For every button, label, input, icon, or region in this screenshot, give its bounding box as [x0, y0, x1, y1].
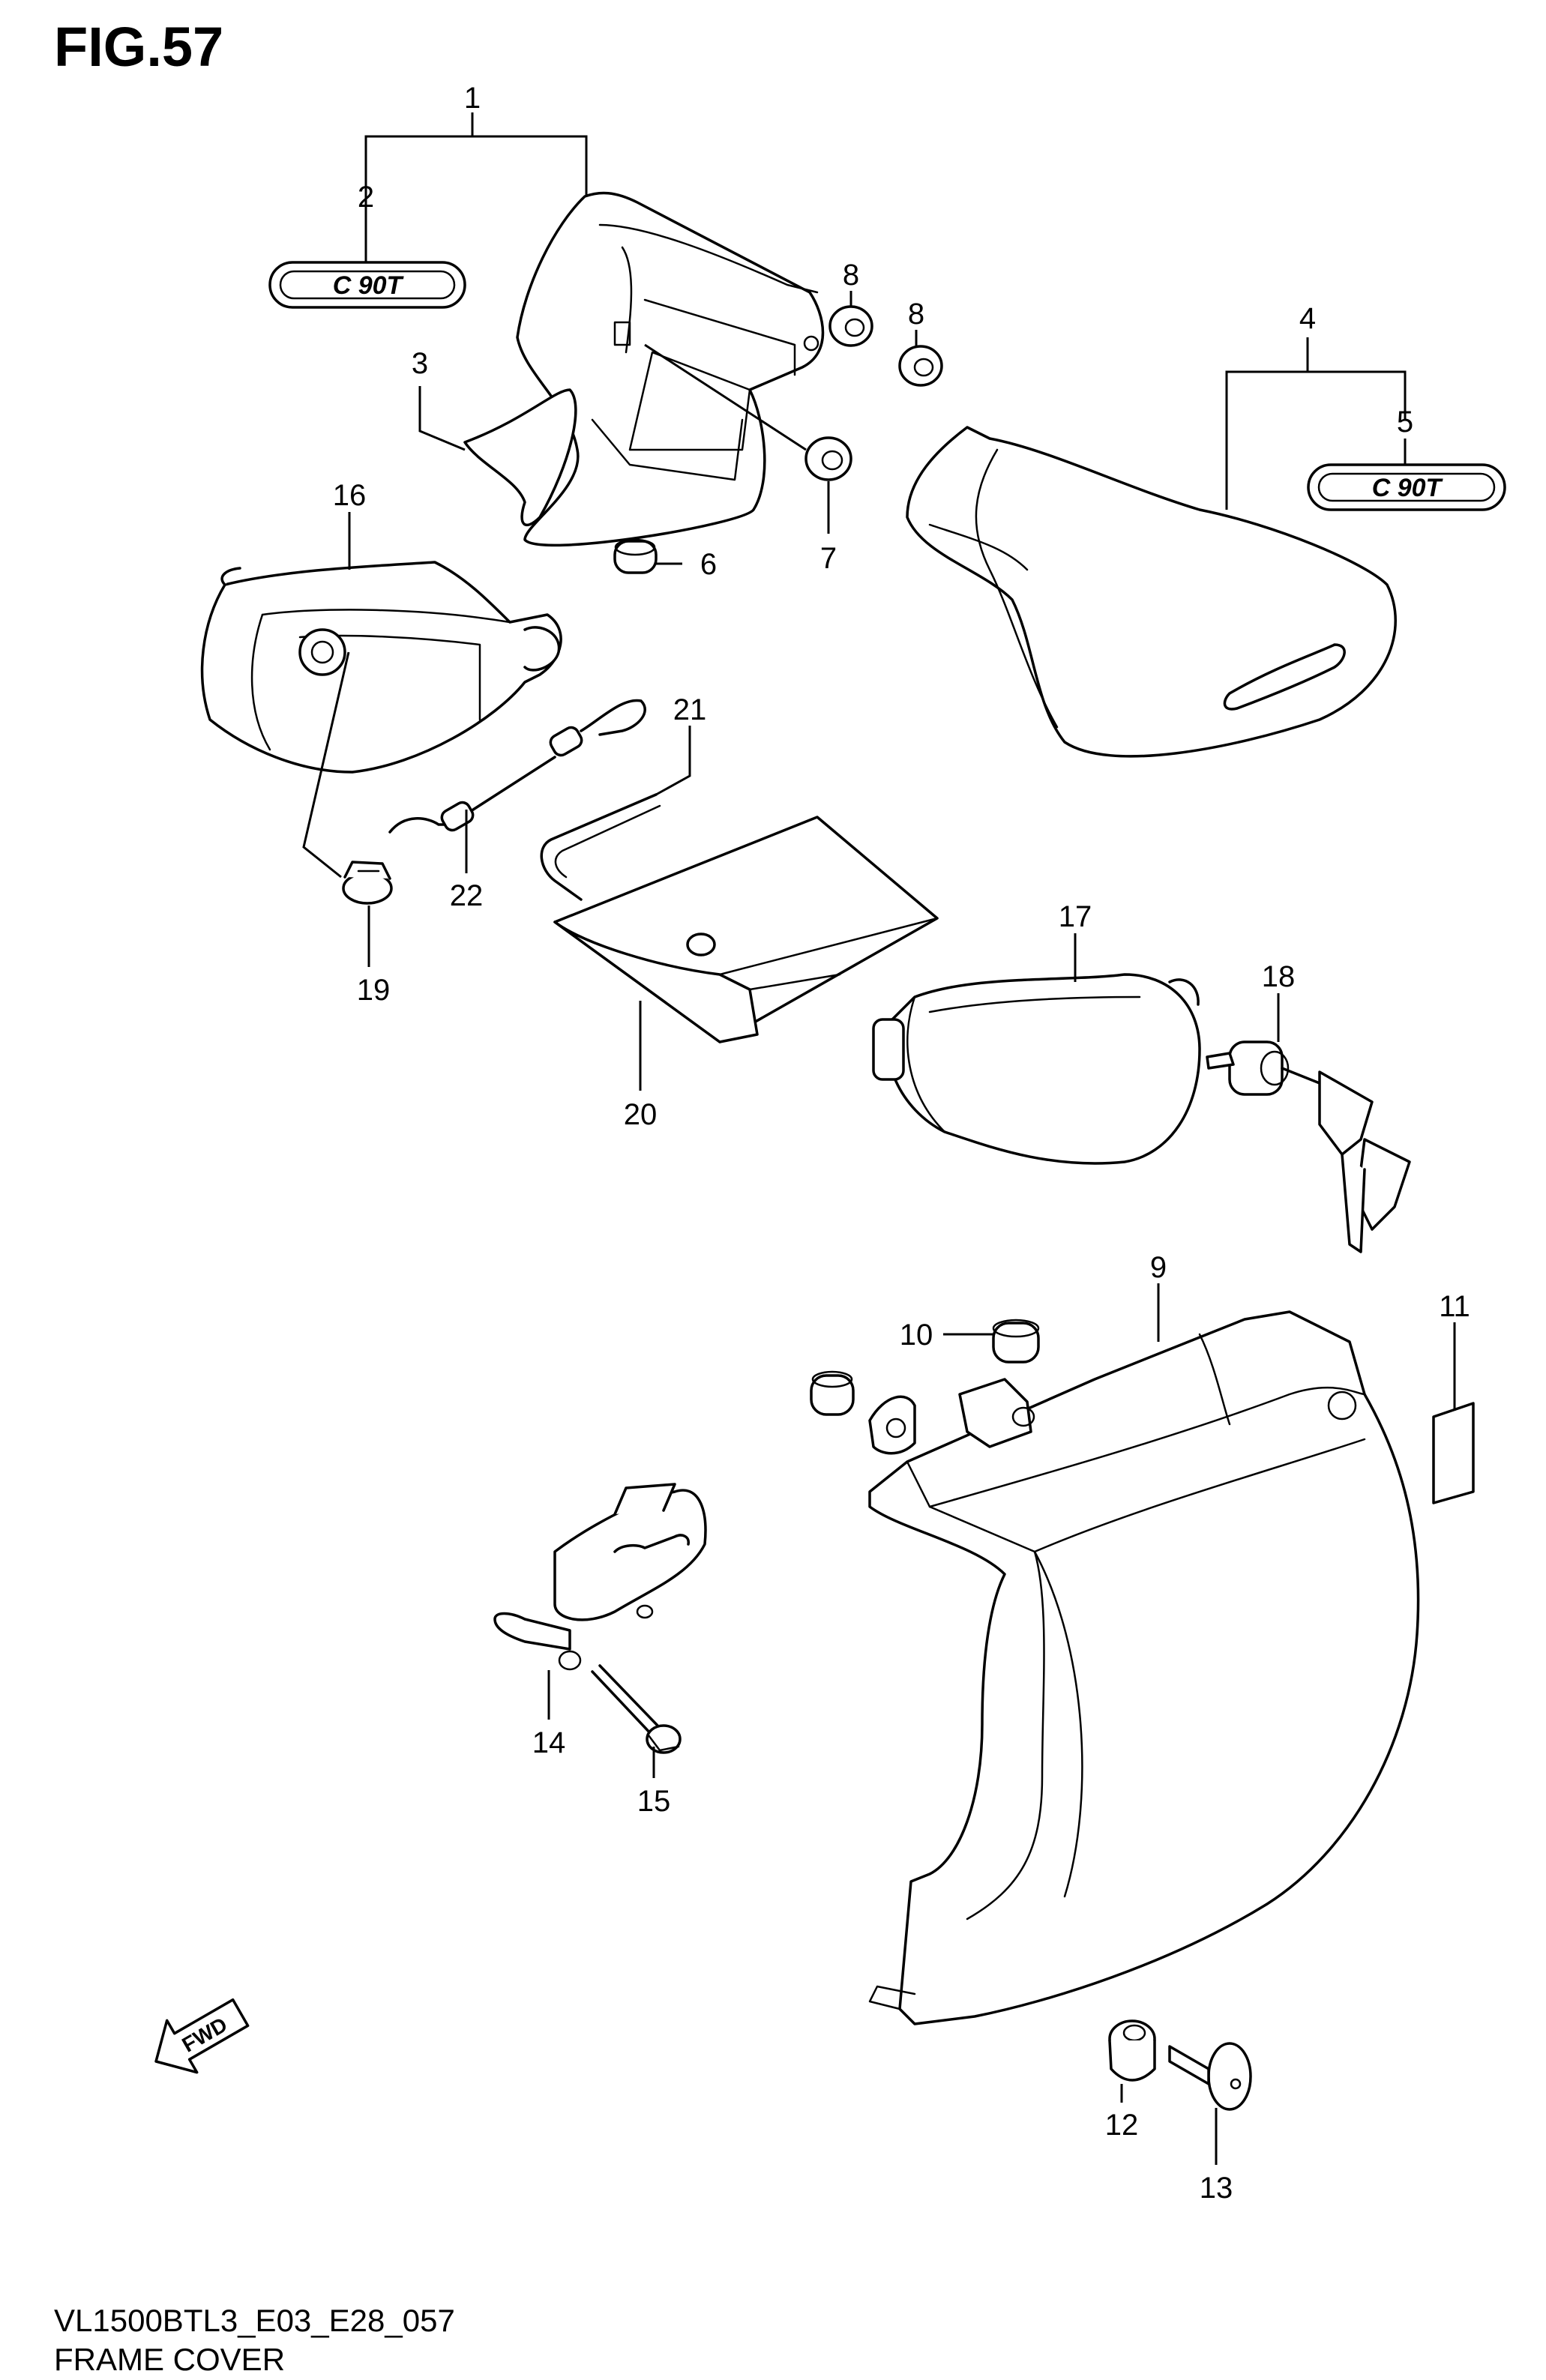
part-10-grommet: [992, 1319, 1040, 1364]
callout-7: 7: [820, 542, 837, 575]
part-13-screw: [1168, 2042, 1252, 2111]
part-20-pouch: [553, 816, 939, 1043]
callout-10: 10: [900, 1319, 933, 1352]
callout-8a: 8: [843, 259, 859, 292]
part-19-bolt: [342, 861, 393, 905]
callout-2: 2: [358, 181, 374, 214]
callout-13: 13: [1200, 2172, 1233, 2205]
figure-title: FIG.57: [54, 16, 223, 78]
part-2-emblem: C 90T: [268, 261, 466, 309]
part-21-hex-key: [540, 793, 661, 901]
callout-18: 18: [1262, 960, 1296, 993]
fwd-arrow: FWD: [154, 1998, 250, 2074]
part-8-grommet-a: [828, 305, 873, 347]
part-14-bracket: [493, 1483, 707, 1671]
diagram-caption: FRAME COVER: [54, 2342, 285, 2377]
callout-5: 5: [1397, 406, 1413, 439]
part-18-lock-set: [1206, 1040, 1411, 1253]
callout-21: 21: [673, 693, 707, 726]
callout-15: 15: [637, 1785, 671, 1818]
callout-11: 11: [1439, 1290, 1470, 1323]
callout-19: 19: [357, 974, 391, 1007]
callout-16: 16: [333, 479, 367, 512]
part-4-right-frame-cover: [906, 426, 1397, 758]
emblem-text: C 90T: [333, 271, 405, 300]
callout-14: 14: [532, 1726, 566, 1759]
part-15-bolt: [591, 1664, 682, 1754]
part-7-grommet: [804, 436, 852, 481]
callout-6: 6: [700, 548, 717, 581]
callout-labels: 1 2 3 4 5 6 7 8 8 9 10 11 12 13 14 15 16…: [333, 82, 1470, 2205]
part-1-left-frame-cover: [463, 191, 825, 547]
part-12-grommet: [1108, 2019, 1156, 2082]
callout-9: 9: [1150, 1251, 1167, 1284]
part-17-lock-cover: [872, 973, 1201, 1165]
part-5-emblem: C 90T: [1307, 463, 1506, 511]
part-11-label: [1432, 1402, 1475, 1504]
part-6-grommet: [613, 538, 658, 574]
callout-8b: 8: [908, 298, 924, 331]
callout-17: 17: [1059, 900, 1092, 933]
emblem-text-2: C 90T: [1372, 474, 1444, 502]
callout-22: 22: [450, 879, 484, 912]
part-3-bracket: [463, 388, 577, 527]
callout-1: 1: [464, 82, 481, 115]
callout-3: 3: [412, 347, 428, 380]
part-10-grommet-b: [810, 1370, 855, 1416]
leader-lines: [302, 112, 1456, 2165]
callout-4: 4: [1299, 302, 1316, 335]
part-9-side-cover: [868, 1310, 1420, 2025]
part-22-wire: [388, 699, 646, 834]
part-16-tool-box: [200, 561, 562, 774]
part-8-grommet-b: [898, 345, 943, 387]
diagram-code: VL1500BTL3_E03_E28_057: [54, 2303, 455, 2338]
callout-12: 12: [1105, 2109, 1139, 2142]
callout-20: 20: [624, 1098, 658, 1131]
